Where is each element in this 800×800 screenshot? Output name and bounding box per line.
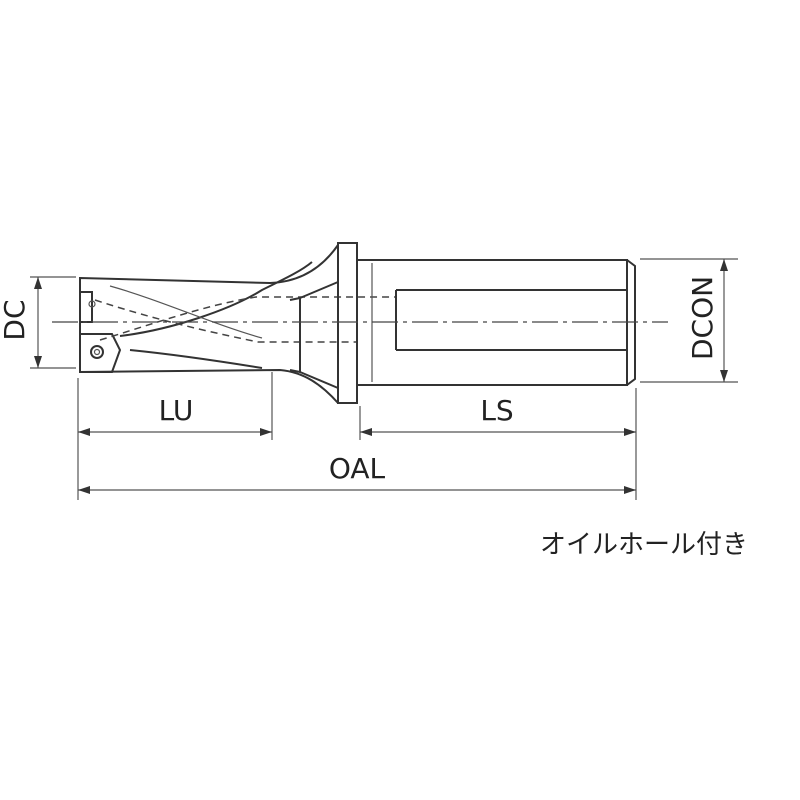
collar-taper: [299, 281, 339, 389]
neck: [289, 296, 301, 374]
lu-label: LU: [159, 394, 194, 427]
flute-curve-upper: [119, 261, 313, 337]
lu-arrow-left: [78, 428, 90, 436]
dc-arrow-bottom: [34, 356, 42, 368]
flute-curve-lower: [129, 349, 263, 369]
oil-channel-2: [99, 296, 396, 341]
oil-channel-1: [94, 299, 358, 343]
oil-hole-note: オイルホール付き: [540, 530, 749, 560]
dcon-arrow-top: [720, 259, 728, 271]
ls-label: LS: [480, 394, 513, 427]
flute-curve-mid: [109, 285, 263, 339]
oal-dimension: OAL: [78, 452, 636, 494]
dcon-label: DCON: [686, 276, 719, 360]
flange: [337, 242, 358, 404]
shank-flat: [395, 289, 627, 351]
insert-edge: [80, 333, 122, 373]
ls-dimension: LS: [359, 388, 637, 500]
oal-arrow-left: [78, 486, 90, 494]
insert-screw-icon: [90, 345, 104, 359]
dc-arrow-top: [34, 277, 42, 289]
lu-arrow-right: [260, 428, 272, 436]
insert-screw-inner: [93, 348, 101, 356]
lu-dimension: LU: [77, 372, 273, 500]
oal-label: OAL: [329, 452, 386, 485]
dc-dimension: DC: [0, 276, 76, 369]
drill-tool: [52, 242, 668, 404]
ls-arrow-right: [624, 428, 636, 436]
dc-label: DC: [0, 299, 31, 340]
oal-arrow-right: [624, 486, 636, 494]
dcon-arrow-bottom: [720, 370, 728, 382]
oil-hole-icon: [88, 300, 96, 308]
ls-arrow-left: [360, 428, 372, 436]
dcon-dimension: DCON: [640, 258, 738, 383]
